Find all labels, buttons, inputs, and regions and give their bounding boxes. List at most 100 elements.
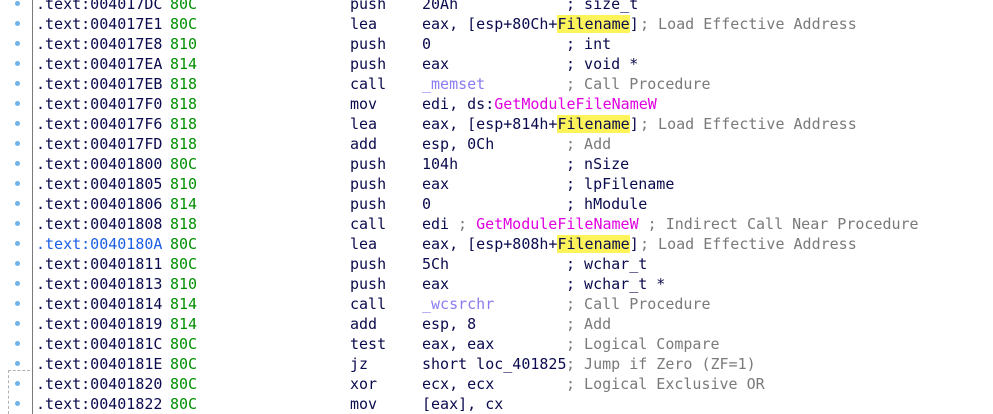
operands[interactable]: _memset: [422, 74, 485, 94]
address[interactable]: .text:00401808: [36, 215, 163, 233]
address[interactable]: .text:00401820: [36, 375, 163, 393]
breakpoint-dot-icon[interactable]: [15, 261, 20, 266]
operands[interactable]: edi, ds:GetModuleFileNameW: [422, 94, 657, 114]
operands[interactable]: 0: [422, 194, 431, 214]
breakpoint-dot-icon[interactable]: [15, 181, 20, 186]
breakpoint-dot-icon[interactable]: [15, 301, 20, 306]
operands[interactable]: ecx, ecx: [422, 374, 494, 394]
breakpoint-dot-icon[interactable]: [15, 361, 20, 366]
symbol-reference[interactable]: GetModuleFileNameW: [494, 95, 657, 113]
operands[interactable]: esp, 0Ch: [422, 134, 494, 154]
address[interactable]: .text:00401813: [36, 275, 163, 293]
operands[interactable]: eax, [esp+814h+Filename]: [422, 114, 639, 134]
highlighted-symbol[interactable]: Filename: [557, 15, 630, 33]
address[interactable]: .text:0040180A: [36, 235, 163, 253]
address[interactable]: .text:004017EB: [36, 75, 163, 93]
breakpoint-dot-icon[interactable]: [15, 341, 20, 346]
breakpoint-dot-icon[interactable]: [15, 201, 20, 206]
address[interactable]: .text:00401806: [36, 195, 163, 213]
mnemonic[interactable]: xor: [350, 375, 378, 393]
address[interactable]: .text:004017EA: [36, 55, 163, 73]
operands[interactable]: 5Ch: [422, 254, 449, 274]
mnemonic[interactable]: call: [350, 215, 387, 233]
address[interactable]: .text:00401819: [36, 315, 163, 333]
address[interactable]: .text:004017E1: [36, 15, 163, 33]
operands[interactable]: _wcsrchr: [422, 294, 494, 314]
mnemonic[interactable]: push: [350, 0, 387, 13]
mnemonic[interactable]: push: [350, 55, 387, 73]
address[interactable]: .text:004017FD: [36, 135, 163, 153]
address[interactable]: .text:004017DC: [36, 0, 163, 13]
mnemonic[interactable]: lea: [350, 235, 378, 253]
mnemonic[interactable]: call: [350, 295, 387, 313]
symbol-reference[interactable]: _wcsrchr: [422, 295, 495, 313]
address[interactable]: .text:0040181E: [36, 355, 163, 373]
mnemonic[interactable]: lea: [350, 115, 378, 133]
operands[interactable]: eax, [esp+80Ch+Filename]: [422, 14, 639, 34]
mnemonic[interactable]: call: [350, 75, 387, 93]
mnemonic[interactable]: jz: [350, 355, 369, 373]
breakpoint-dot-icon[interactable]: [15, 81, 20, 86]
operands[interactable]: short loc_401825: [422, 354, 567, 374]
breakpoint-dot-icon[interactable]: [15, 101, 20, 106]
mnemonic[interactable]: push: [350, 35, 387, 53]
address[interactable]: .text:004017F0: [36, 95, 163, 113]
mnemonic[interactable]: add: [350, 315, 378, 333]
operands[interactable]: edi: [422, 214, 449, 234]
operands[interactable]: eax, eax: [422, 334, 494, 354]
breakpoint-dot-icon[interactable]: [15, 121, 20, 126]
mnemonic[interactable]: mov: [350, 95, 378, 113]
breakpoint-dot-icon[interactable]: [15, 221, 20, 226]
operands[interactable]: 0: [422, 34, 431, 54]
breakpoint-dot-icon[interactable]: [15, 161, 20, 166]
address[interactable]: .text:00401800: [36, 155, 163, 173]
mnemonic[interactable]: push: [350, 275, 387, 293]
symbol-reference[interactable]: _memset: [422, 75, 486, 93]
breakpoint-dot-icon[interactable]: [15, 1, 20, 6]
address[interactable]: .text:004017F6: [36, 115, 163, 133]
mnemonic[interactable]: lea: [350, 15, 378, 33]
address[interactable]: .text:00401814: [36, 295, 163, 313]
operands[interactable]: [eax], cx: [422, 394, 503, 414]
operands[interactable]: eax: [422, 54, 449, 74]
breakpoint-dot-icon[interactable]: [15, 61, 20, 66]
address[interactable]: .text:00401822: [36, 395, 163, 413]
mnemonic[interactable]: push: [350, 195, 387, 213]
operands[interactable]: esp, 8: [422, 314, 476, 334]
breakpoint-dot-icon[interactable]: [15, 401, 20, 406]
address[interactable]: .text:004017E8: [36, 35, 163, 53]
operands[interactable]: eax: [422, 274, 449, 294]
operands[interactable]: eax: [422, 174, 449, 194]
breakpoint-dot-icon[interactable]: [15, 21, 20, 26]
breakpoint-dot-icon[interactable]: [15, 281, 20, 286]
mnemonic[interactable]: push: [350, 155, 387, 173]
breakpoint-dot-icon[interactable]: [15, 41, 20, 46]
mnemonic[interactable]: push: [350, 255, 387, 273]
operands[interactable]: 20Ah: [422, 0, 458, 14]
address[interactable]: .text:0040181C: [36, 335, 163, 353]
operands[interactable]: eax, [esp+808h+Filename]: [422, 234, 639, 254]
breakpoint-dot-icon[interactable]: [15, 321, 20, 326]
mnemonic[interactable]: add: [350, 135, 378, 153]
mnemonic[interactable]: test: [350, 335, 387, 353]
mnemonic[interactable]: push: [350, 175, 387, 193]
highlighted-symbol[interactable]: Filename: [557, 235, 630, 253]
